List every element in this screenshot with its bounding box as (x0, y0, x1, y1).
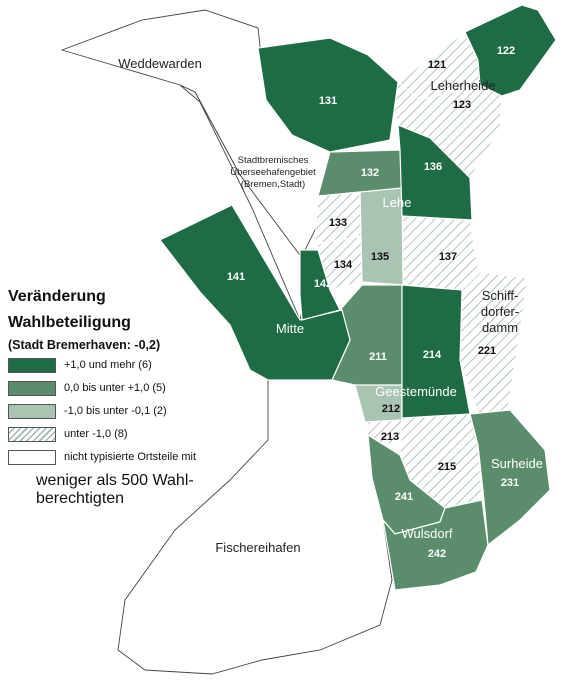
legend-item-label: +1,0 und mehr (6) (64, 359, 152, 371)
legend-swatch-hatched (8, 427, 56, 442)
district-122 (464, 4, 557, 97)
place-surheide: Surheide (491, 456, 543, 471)
legend-swatch-mid-green (8, 381, 56, 396)
legend-swatch-light-green (8, 404, 56, 419)
district-214 (401, 284, 471, 419)
place-schiff-line2: dorfer- (481, 304, 519, 319)
label-137: 137 (439, 251, 457, 263)
label-135: 135 (371, 251, 389, 263)
legend-note-line1: weniger als 500 Wahl- (36, 472, 194, 489)
label-231: 231 (501, 477, 519, 489)
place-schiff-line1: Schiff- (482, 288, 519, 303)
legend-title-line2: Wahlbeteiligung (8, 314, 131, 331)
district-242 (382, 499, 489, 591)
place-schiff-line3: damm (482, 320, 518, 335)
label-241: 241 (395, 491, 413, 503)
legend-note-line2: berechtigten (36, 490, 125, 507)
district-141 (159, 204, 351, 381)
legend-item: 0,0 bis unter +1,0 (5) (8, 381, 308, 396)
place-weddewarden: Weddewarden (118, 56, 202, 71)
district-221 (459, 271, 529, 419)
label-123: 123 (453, 99, 471, 111)
place-overseas-line2: Überseehafengebiet (230, 167, 316, 178)
label-132: 132 (361, 167, 379, 179)
label-133: 133 (329, 217, 347, 229)
place-mitte: Mitte (276, 321, 304, 336)
label-214: 214 (423, 349, 442, 361)
place-geestemuende: Geestemünde (375, 384, 457, 399)
place-overseas-line3: (Bremen,Stadt) (241, 179, 305, 190)
legend-title-line1: Veränderung (8, 288, 106, 305)
legend-item-label: 0,0 bis unter +1,0 (5) (64, 382, 166, 394)
legend-item-label: -1,0 bis unter -0,1 (2) (64, 405, 167, 417)
district-131 (257, 37, 399, 153)
label-213: 213 (381, 431, 399, 443)
legend-item-label: nicht typisierte Ortsteile mit (64, 451, 197, 463)
district-132 (317, 149, 403, 197)
place-leherheide: Leherheide (430, 78, 495, 93)
place-lehe: Lehe (383, 195, 412, 210)
legend-item: +1,0 und mehr (6) (8, 358, 308, 373)
legend-item-label: unter -1,0 (8) (64, 428, 128, 440)
place-fischereihafen: Fischereihafen (215, 540, 300, 555)
legend-item: unter -1,0 (8) (8, 427, 308, 442)
place-overseas-line1: Stadtbremisches (238, 155, 309, 166)
label-121: 121 (428, 59, 446, 71)
legend-item: -1,0 bis unter -0,1 (2) (8, 404, 308, 419)
label-212: 212 (382, 403, 400, 415)
label-141: 141 (227, 271, 245, 283)
label-136: 136 (424, 161, 442, 173)
legend-swatch-white (8, 450, 56, 465)
legend-item: nicht typisierte Ortsteile mit (8, 450, 308, 465)
label-211: 211 (369, 351, 387, 363)
label-134: 134 (334, 259, 353, 271)
place-wulsdorf: Wulsdorf (401, 526, 452, 541)
label-122: 122 (497, 45, 515, 57)
label-242: 242 (428, 548, 446, 560)
legend-swatch-dark-green (8, 358, 56, 373)
district-136 (397, 124, 473, 221)
district-231 (469, 409, 551, 547)
label-221: 221 (478, 345, 496, 357)
label-142: 142 (314, 278, 332, 290)
label-131: 131 (319, 95, 337, 107)
district-142 (299, 249, 341, 321)
legend: Veränderung Wahlbeteiligung (Stadt Breme… (8, 288, 308, 509)
legend-subtitle: (Stadt Bremerhaven: -0,2) (8, 338, 161, 352)
label-215: 215 (438, 461, 456, 473)
